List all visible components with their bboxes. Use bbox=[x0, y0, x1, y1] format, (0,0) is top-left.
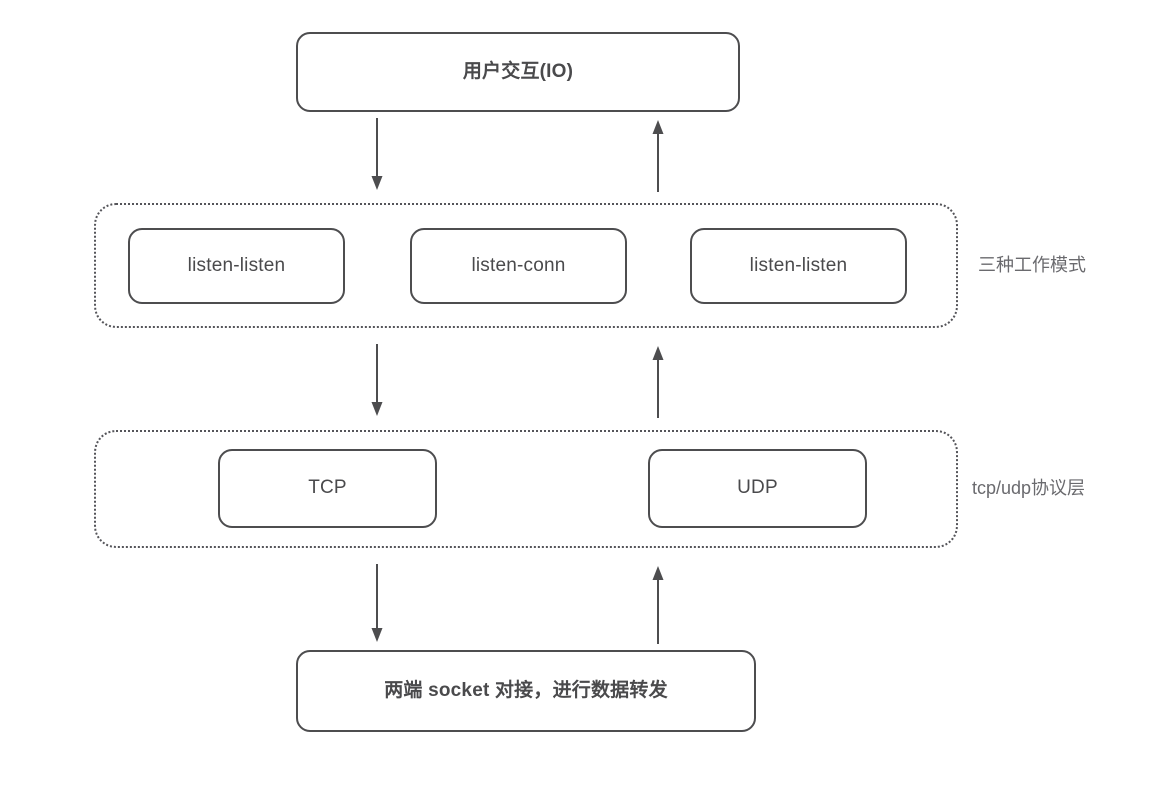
node-label: listen-listen bbox=[187, 254, 286, 276]
arrow-socket-to-proto bbox=[650, 564, 666, 644]
node-protocol-tcp[interactable]: TCP bbox=[218, 449, 437, 528]
node-mode-listen-conn[interactable]: listen-conn bbox=[410, 228, 627, 304]
node-label: listen-conn bbox=[471, 254, 566, 276]
node-user-interaction[interactable]: 用户交互(IO) bbox=[296, 32, 740, 112]
node-label: TCP bbox=[308, 477, 347, 499]
node-label: UDP bbox=[737, 477, 778, 499]
arrow-modes-to-io bbox=[650, 118, 666, 192]
node-protocol-udp[interactable]: UDP bbox=[648, 449, 867, 528]
node-mode-listen-listen-1[interactable]: listen-listen bbox=[128, 228, 345, 304]
node-socket-forwarding[interactable]: 两端 socket 对接，进行数据转发 bbox=[296, 650, 756, 732]
side-label-protocol-layer: tcp/udp协议层 bbox=[972, 478, 1086, 498]
arrow-modes-to-proto bbox=[369, 344, 385, 418]
group-protocol-layer bbox=[94, 430, 958, 548]
node-label: 用户交互(IO) bbox=[462, 60, 574, 82]
side-label-work-modes: 三种工作模式 bbox=[978, 255, 1086, 275]
node-label: listen-listen bbox=[749, 254, 848, 276]
arrow-proto-to-modes bbox=[650, 344, 666, 418]
arrow-io-to-modes bbox=[369, 118, 385, 192]
node-label: 两端 socket 对接，进行数据转发 bbox=[384, 679, 668, 701]
node-mode-listen-listen-2[interactable]: listen-listen bbox=[690, 228, 907, 304]
arrow-proto-to-socket bbox=[369, 564, 385, 644]
group-work-modes bbox=[94, 203, 958, 328]
